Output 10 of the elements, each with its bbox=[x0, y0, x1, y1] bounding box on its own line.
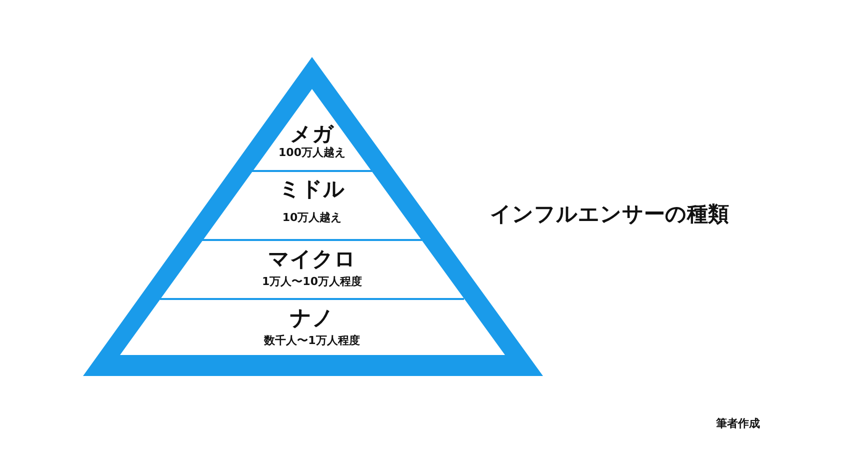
source-caption: 筆者作成 bbox=[716, 416, 760, 431]
tier-range: 1万人〜10万人程度 bbox=[262, 275, 362, 289]
tier-range: 数千人〜1万人程度 bbox=[264, 334, 360, 348]
tier-range: 100万人越え bbox=[278, 146, 346, 160]
tier-range: 10万人越え bbox=[282, 211, 342, 225]
tier-name: メガ bbox=[290, 122, 334, 146]
diagram-title: インフルエンサーの種類 bbox=[490, 201, 729, 228]
tier-name: マイクロ bbox=[268, 247, 356, 271]
tier-name: ナノ bbox=[290, 306, 334, 330]
tier-name: ミドル bbox=[279, 177, 345, 201]
